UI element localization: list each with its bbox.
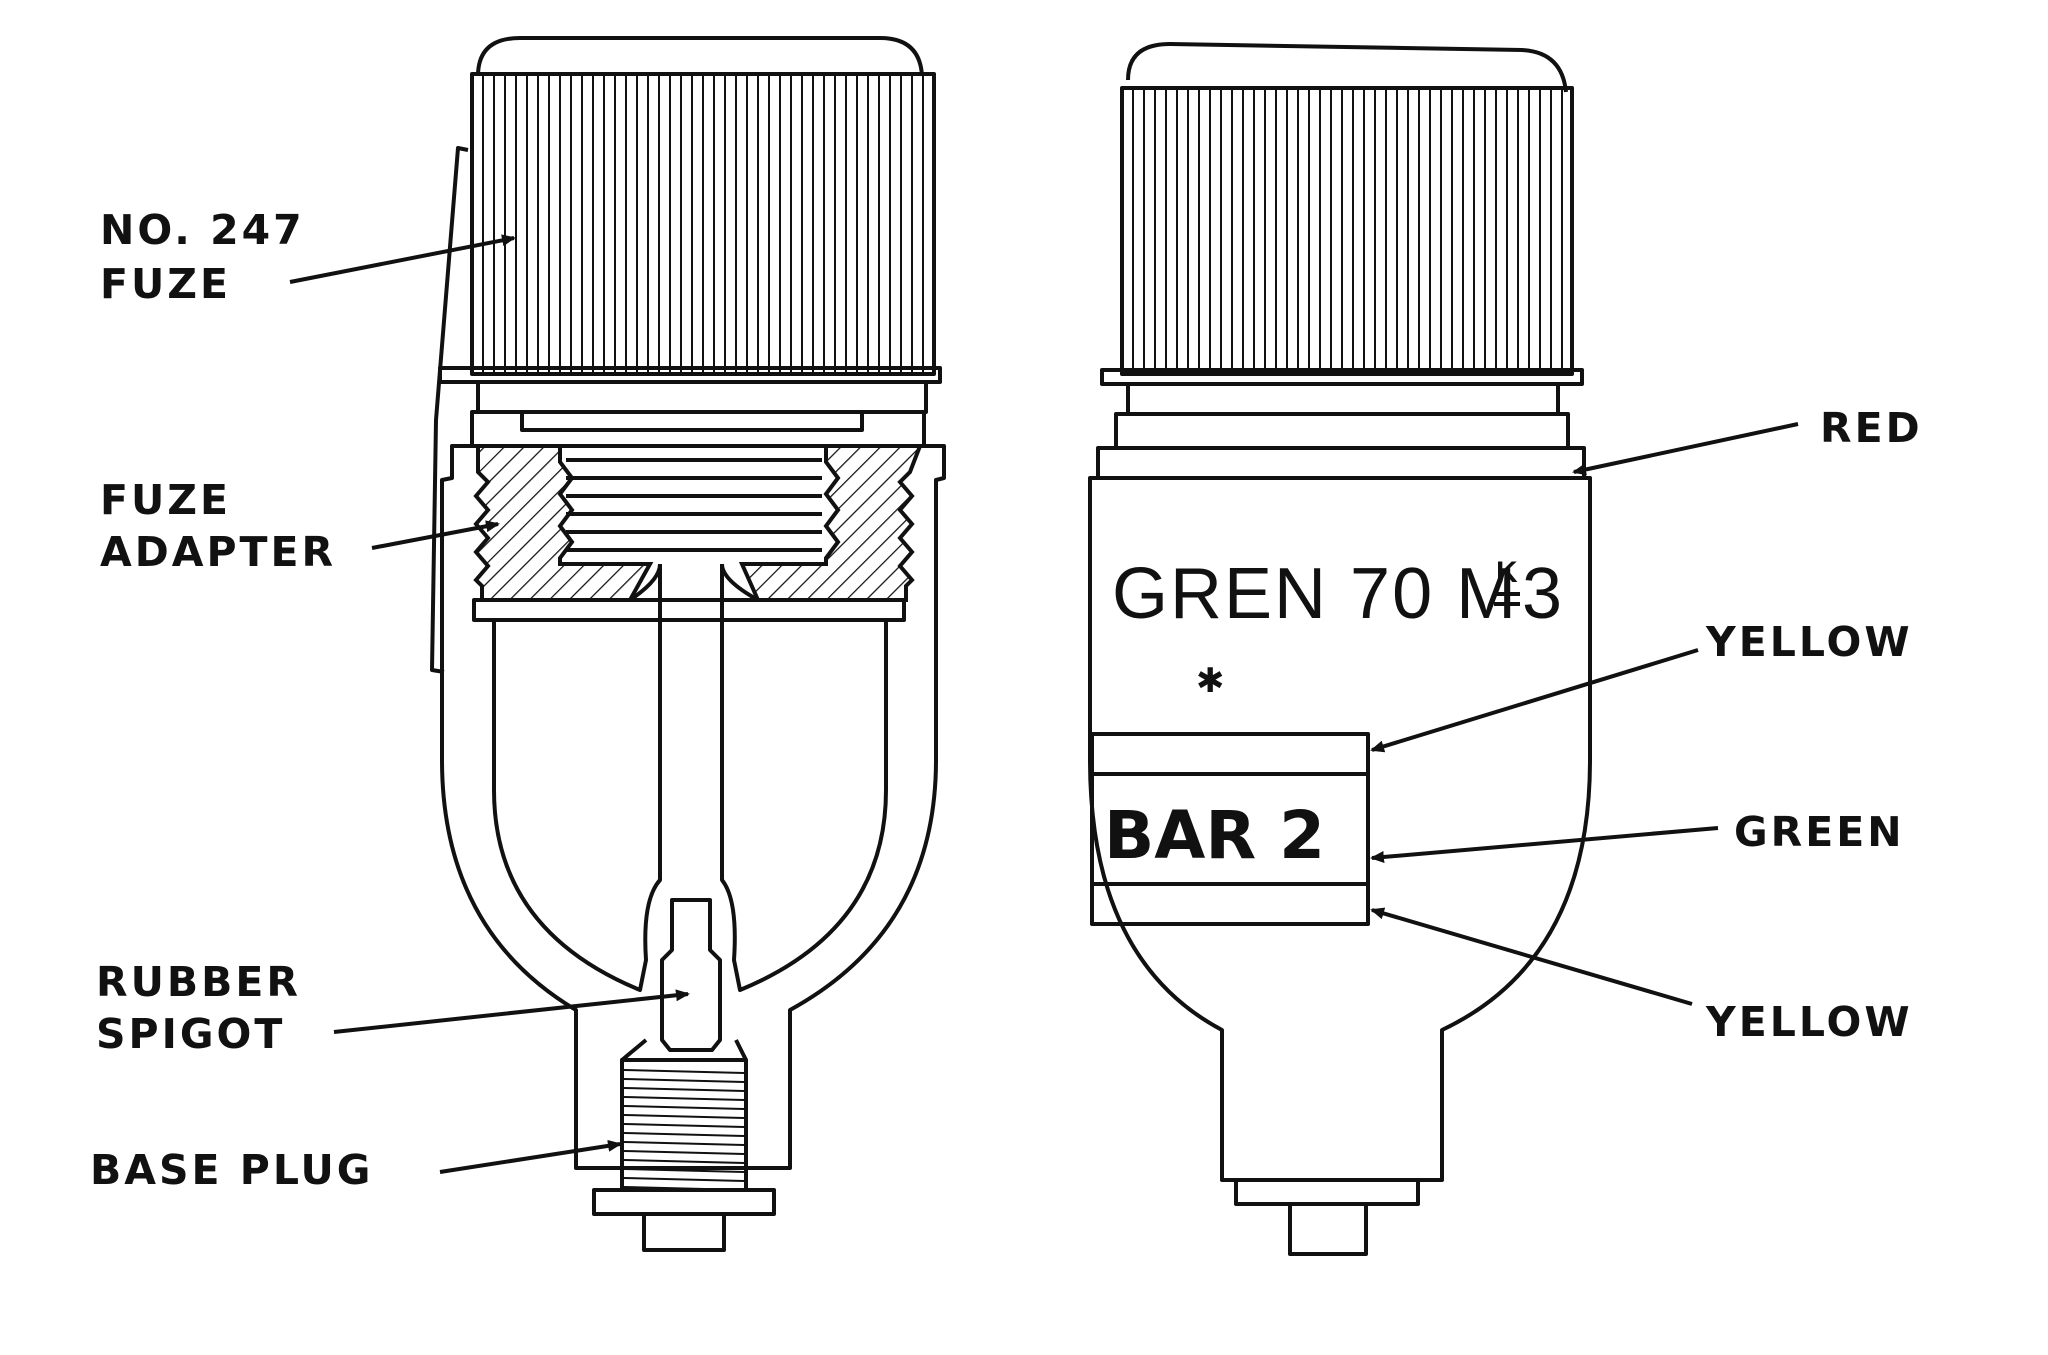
right-base-plug bbox=[1288, 1202, 1368, 1256]
right-fuze-cap-top bbox=[1126, 42, 1568, 93]
left-labels: NO. 247 FUZE FUZE ADAPTER RUBBER SPIGOT … bbox=[90, 206, 690, 1194]
label-green: GREEN bbox=[1734, 808, 1905, 856]
label-fuze-line2: FUZE bbox=[100, 260, 231, 308]
label-base-plug: BASE PLUG bbox=[90, 1146, 373, 1194]
right-yellow-band-bottom bbox=[1090, 882, 1370, 926]
left-fuze-knurl-lines bbox=[482, 76, 924, 372]
left-fuze-cap-top bbox=[476, 36, 924, 77]
label-yellow-bottom: YELLOW bbox=[1705, 998, 1913, 1046]
body-marking-main: GREN 70 M bbox=[1112, 554, 1518, 634]
left-fuze-collar bbox=[476, 380, 928, 414]
left-adapter-threads bbox=[566, 458, 822, 552]
leader-yellow-top bbox=[1370, 648, 1699, 753]
label-yellow-top: YELLOW bbox=[1705, 618, 1913, 666]
left-adapter-hatch-right bbox=[738, 444, 923, 602]
left-adapter-ring bbox=[472, 598, 906, 622]
left-inner-cavity bbox=[492, 620, 662, 992]
body-marking-number: 3 bbox=[1522, 554, 1564, 634]
right-fuze-knurl-body bbox=[1120, 86, 1574, 376]
leader-green bbox=[1370, 826, 1719, 863]
right-body-outline bbox=[1088, 476, 1592, 1182]
base-plug bbox=[592, 1058, 776, 1252]
left-fuze-knurl-body bbox=[470, 72, 936, 376]
right-base-plug-flange bbox=[1234, 1178, 1420, 1206]
body-marking-superscript: K bbox=[1496, 556, 1520, 589]
right-fuze-collar bbox=[1126, 382, 1560, 416]
right-labels: RED YELLOW GREEN YELLOW bbox=[1370, 404, 1923, 1046]
bar-marking: BAR 2 bbox=[1104, 797, 1325, 874]
external-grenade: GREN 70 M K 3 ✱ BAR 2 bbox=[1088, 42, 1592, 1256]
body-marking-star: ✱ bbox=[1196, 661, 1228, 701]
label-spigot-line1: RUBBER bbox=[96, 958, 301, 1006]
leader-spigot bbox=[333, 989, 690, 1034]
label-adapter-line2: ADAPTER bbox=[100, 528, 336, 576]
right-fuze-knurl-lines bbox=[1132, 90, 1563, 372]
label-adapter-line1: FUZE bbox=[100, 476, 231, 524]
left-inner-cavity-right bbox=[720, 620, 888, 992]
left-adapter-plate-inner bbox=[520, 410, 864, 432]
leader-red bbox=[1572, 422, 1799, 476]
leader-yellow-bottom bbox=[1370, 907, 1693, 1006]
right-red-band bbox=[1096, 446, 1586, 480]
leader-fuze bbox=[289, 234, 516, 284]
rubber-spigot bbox=[660, 898, 722, 1052]
right-fuze-collar-2 bbox=[1114, 412, 1570, 450]
sectioned-grenade bbox=[430, 36, 946, 1252]
label-fuze-line1: NO. 247 bbox=[100, 206, 305, 254]
left-body-outline bbox=[440, 444, 946, 1170]
label-spigot-line2: SPIGOT bbox=[96, 1010, 285, 1058]
leader-adapter bbox=[371, 520, 500, 550]
left-adapter-hatch-left bbox=[473, 444, 654, 602]
right-yellow-band-top bbox=[1090, 732, 1370, 776]
left-fuze-lever bbox=[430, 146, 469, 674]
label-red: RED bbox=[1820, 404, 1923, 452]
leader-base-plug bbox=[439, 1139, 622, 1174]
